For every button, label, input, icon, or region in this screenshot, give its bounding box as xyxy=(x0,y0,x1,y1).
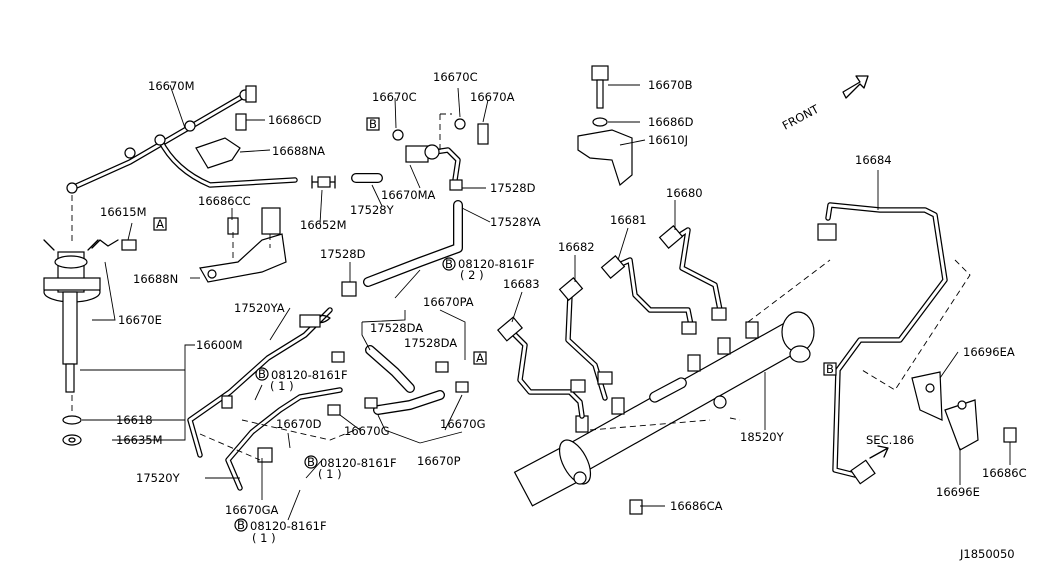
fuel-rail-18520Y xyxy=(513,311,815,507)
callout-17520YA: 17520YA xyxy=(234,301,285,315)
part-callouts: 16670M 16686CD 16688NA 16686CC 16615M 16… xyxy=(100,70,1027,561)
callout-16670C-left: 16670C xyxy=(372,90,417,104)
callout-16670M: 16670M xyxy=(148,79,195,93)
callout-qty-1a: ( 1 ) xyxy=(270,379,294,393)
return-hoses xyxy=(341,113,489,297)
ref-marker-a1: A xyxy=(153,217,167,231)
front-direction-indicator: FRONT xyxy=(780,75,869,133)
callout-16670G-a: 16670G xyxy=(344,424,390,438)
callout-qty-2: ( 2 ) xyxy=(460,268,484,282)
callout-16670B: 16670B xyxy=(648,78,693,92)
callout-16670D: 16670D xyxy=(276,417,322,431)
callout-16684: 16684 xyxy=(855,153,892,167)
callout-qty-1c: ( 1 ) xyxy=(252,531,276,545)
svg-text:B: B xyxy=(369,117,377,131)
callout-17528YA: 17528YA xyxy=(490,215,541,229)
callout-16670P: 16670P xyxy=(417,454,461,468)
svg-text:A: A xyxy=(156,217,164,231)
callout-16618: 16618 xyxy=(116,413,153,427)
callout-16686D: 16686D xyxy=(648,115,694,129)
callout-18520Y: 18520Y xyxy=(740,430,785,444)
callout-16686C: 16686C xyxy=(982,466,1027,480)
callout-16686CA: 16686CA xyxy=(670,499,723,513)
ref-marker-a2: A xyxy=(473,351,487,365)
svg-text:A: A xyxy=(476,351,484,365)
callout-08120-8161F-1a: 08120-8161F xyxy=(271,368,348,382)
callout-16670C-right: 16670C xyxy=(433,70,478,84)
callout-16670E: 16670E xyxy=(118,313,162,327)
svg-text:B: B xyxy=(237,518,245,532)
diagram-id: J1850050 xyxy=(959,547,1015,561)
callout-16686CC: 16686CC xyxy=(198,194,251,208)
callout-16686CD: 16686CD xyxy=(268,113,322,127)
svg-text:B: B xyxy=(445,257,453,271)
callout-17528D: 17528D xyxy=(320,247,366,261)
callout-16600M: 16600M xyxy=(196,338,243,352)
callout-16683: 16683 xyxy=(503,277,540,291)
svg-text:B: B xyxy=(307,455,315,469)
callout-16635M: 16635M xyxy=(116,433,163,447)
svg-text:B: B xyxy=(826,362,834,376)
callout-16688NA: 16688NA xyxy=(272,144,325,158)
ref-marker-b1: B xyxy=(366,117,380,131)
callout-08120-8161F-1b: 08120-8161F xyxy=(320,456,397,470)
fuel-return-pipes xyxy=(187,307,469,491)
callout-16680: 16680 xyxy=(666,186,703,200)
callout-16688N: 16688N xyxy=(133,272,178,286)
callout-16670A: 16670A xyxy=(470,90,515,104)
callout-16652M: 16652M xyxy=(300,218,347,232)
washer-16635M xyxy=(62,434,82,446)
callout-08120-8161F-2: 08120-8161F xyxy=(458,257,535,271)
pipe-brackets xyxy=(629,371,1017,515)
svg-text:B: B xyxy=(258,367,266,381)
callout-16696E: 16696E xyxy=(936,485,980,499)
callout-16610J: 16610J xyxy=(648,133,688,147)
high-pressure-pipes xyxy=(496,202,948,485)
callout-16681: 16681 xyxy=(610,213,647,227)
callout-16670GA: 16670GA xyxy=(225,503,278,517)
callout-16615M: 16615M xyxy=(100,205,147,219)
callout-08120-8161F-1c: 08120-8161F xyxy=(250,519,327,533)
seal-ring-16618 xyxy=(62,415,82,425)
callout-17528Y: 17528Y xyxy=(350,203,395,217)
callout-17520Y: 17520Y xyxy=(136,471,181,485)
callout-17528DA-a: 17528DA xyxy=(370,321,423,335)
fuel-injector-assembly xyxy=(43,85,336,446)
callout-sec186: SEC.186 xyxy=(866,433,914,447)
callout-qty-1b: ( 1 ) xyxy=(318,467,342,481)
callout-16670MA: 16670MA xyxy=(381,188,436,202)
ref-marker-b2: B xyxy=(823,362,837,376)
callout-17528DA-b: 17528DA xyxy=(404,336,457,350)
front-label: FRONT xyxy=(780,101,822,132)
leader-lines xyxy=(80,84,1011,521)
callout-16682: 16682 xyxy=(558,240,595,254)
callout-17528D-top: 17528D xyxy=(490,181,536,195)
callout-16670G-b: 16670G xyxy=(440,417,486,431)
callout-16670PA: 16670PA xyxy=(423,295,474,309)
pressure-sensor-bracket xyxy=(577,65,633,187)
callout-16696EA: 16696EA xyxy=(963,345,1015,359)
circled-b-symbols: B B B B xyxy=(234,257,456,532)
